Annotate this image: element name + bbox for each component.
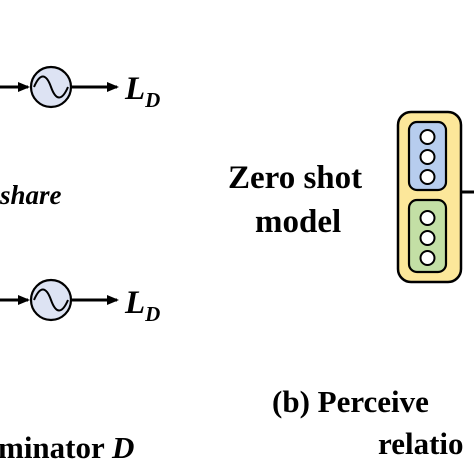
panel-caption-line2: relatio [378,426,464,461]
circle-node-icon [419,210,436,226]
discriminator-symbol: D [111,430,134,465]
zero-shot-model-block [396,110,474,284]
panel-caption-line1: (b) Perceive [272,384,429,419]
discriminator-caption-text: minator [0,430,112,465]
top-loss-row: LD [0,65,160,112]
sine-wave-icon [29,65,73,109]
circle-node-icon [419,149,436,165]
bottom-loss-row: LD [0,278,160,326]
model-label-line1: Zero shot [228,160,362,196]
circle-node-icon [419,169,436,185]
circle-node-icon [419,230,436,246]
top-loss-subscript: D [144,88,160,112]
model-label-line2: model [255,204,341,240]
bottom-loss-letter: L [124,285,145,321]
top-loss-letter: L [124,71,145,107]
top-loss-label: LD [124,71,160,112]
circle-node-icon [419,129,436,145]
sine-wave-icon [29,278,73,322]
share-label: share [0,180,62,210]
bottom-loss-label: LD [124,285,160,326]
discriminator-caption: minator D [0,430,134,465]
circle-node-icon [419,250,436,266]
bottom-loss-subscript: D [144,302,160,326]
